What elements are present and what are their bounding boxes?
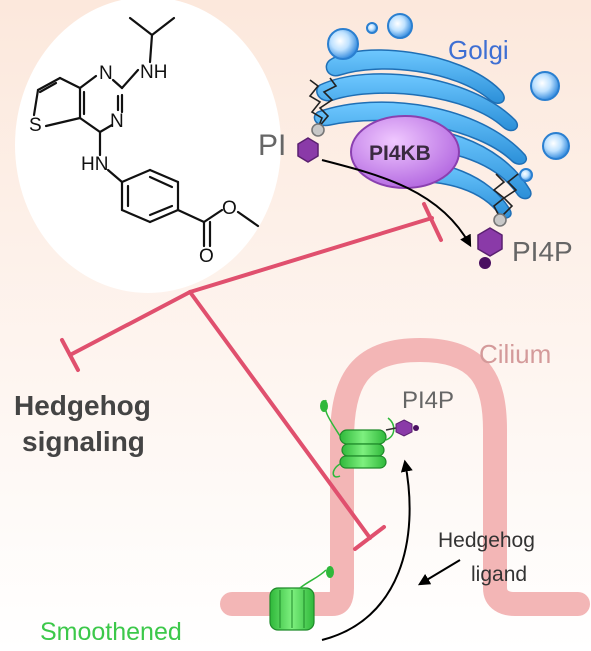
smoothened-label: Smoothened <box>40 618 182 646</box>
pi4p-ciliary <box>385 419 419 437</box>
atom-s: S <box>29 115 42 136</box>
cilium-label: Cilium <box>479 339 552 369</box>
pi-label: PI <box>258 129 287 162</box>
atom-n-lower: N <box>110 111 124 132</box>
pi4kb-enzyme <box>350 115 460 189</box>
golgi-label: Golgi <box>448 35 509 65</box>
signaling-label: signaling <box>22 426 145 457</box>
compound-structure <box>32 16 260 248</box>
atom-nh: NH <box>140 62 168 83</box>
hedgehog-label: Hedgehog <box>14 390 151 421</box>
pi4p-lipid-tails <box>492 173 519 227</box>
pi4kb-reaction-arrow <box>321 159 472 248</box>
pi4kb-label: PI4KB <box>369 142 431 165</box>
compound-backdrop <box>15 0 281 293</box>
atom-hn: HN <box>81 154 109 175</box>
ligand-label-line1: Hedgehog <box>438 529 535 552</box>
golgi-vesicles <box>327 13 570 182</box>
pi-headgroup <box>297 137 319 163</box>
pi4p-cilium-label: PI4P <box>402 387 455 414</box>
atom-o-ester: O <box>222 198 237 219</box>
atom-n-upper: N <box>99 63 113 84</box>
cilium-membrane <box>220 338 590 616</box>
pi4p-headgroup <box>477 227 503 257</box>
smoothened-translocation-arrow <box>321 459 413 641</box>
pi4p-golgi-label: PI4P <box>512 236 573 267</box>
inhibition-lines <box>60 202 443 551</box>
pi-lipid-tails <box>308 77 338 137</box>
ligand-arrow <box>417 559 461 586</box>
smoothened-ciliary <box>320 399 395 478</box>
ligand-label-line2: ligand <box>471 563 528 586</box>
smoothened-base <box>269 566 334 631</box>
pi4p-phosphate <box>479 257 491 269</box>
atom-o-carbonyl: O <box>199 246 214 267</box>
